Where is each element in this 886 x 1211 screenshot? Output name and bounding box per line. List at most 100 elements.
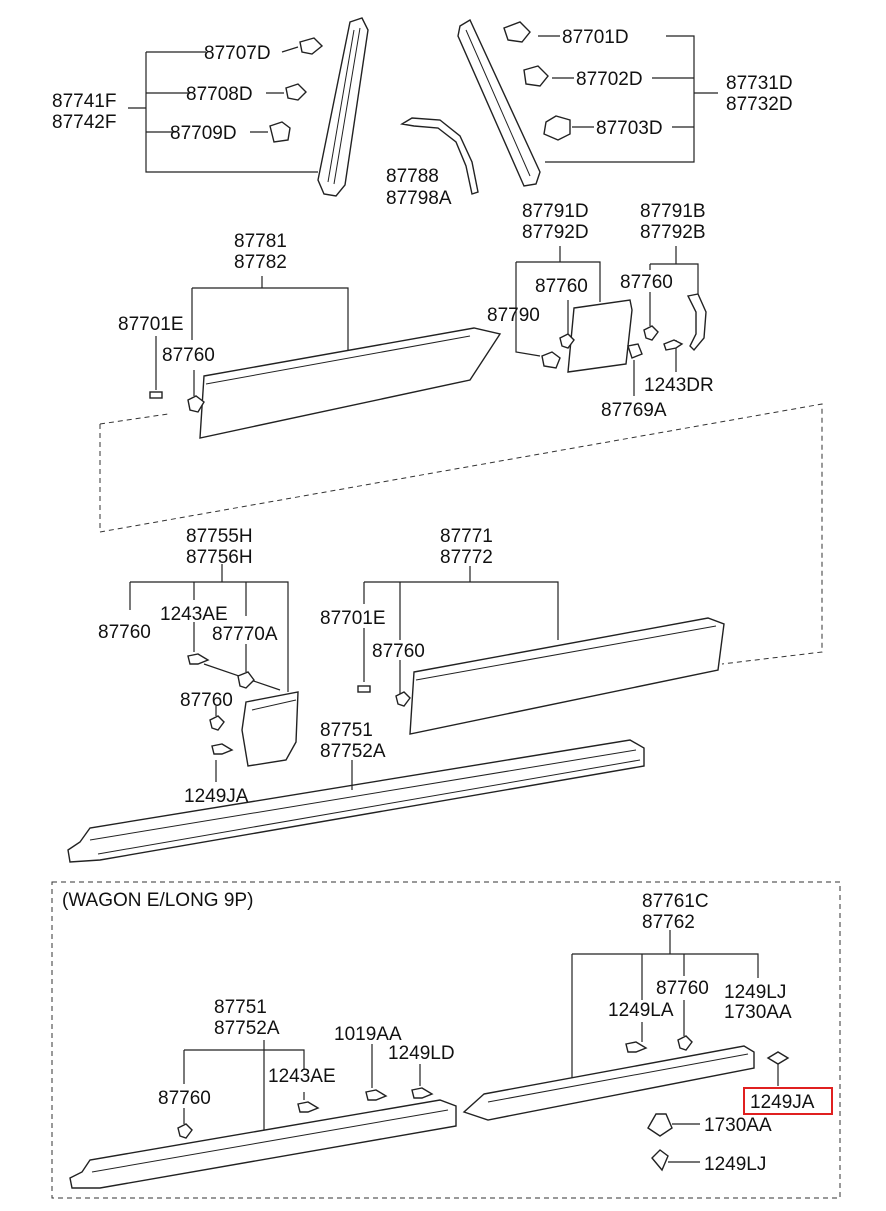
label-1243AE-b: 1243AE	[268, 1066, 336, 1087]
clip-87708D[interactable]	[285, 83, 307, 101]
label-87708D: 87708D	[186, 84, 253, 105]
screw-1249LJ-b[interactable]	[651, 1149, 669, 1172]
label-87770A: 87770A	[212, 624, 278, 645]
pillar-moulding-right-group: 87701D 87702D 87703D 87731D 87732D	[457, 18, 793, 187]
clip-87760-e[interactable]	[209, 715, 225, 731]
label-87792D: 87792D	[522, 222, 589, 243]
label-1249LJ-b: 1249LJ	[704, 1154, 766, 1175]
wagon-note: (WAGON E/LONG 9P)	[62, 890, 253, 911]
label-87751-b: 87751	[214, 997, 267, 1018]
label-87760-f: 87760	[372, 641, 425, 662]
connector-dashed-left	[99, 413, 169, 425]
label-87751-a: 87751	[320, 720, 373, 741]
label-87788: 87788	[386, 166, 439, 187]
clip-87769A[interactable]	[627, 343, 643, 359]
label-1730AA-a: 1730AA	[724, 1002, 792, 1023]
clip-87701E-b[interactable]	[357, 685, 371, 693]
label-87752A-a: 87752A	[320, 741, 386, 762]
pillar-moulding-left-group: 87707D 87708D 87709D 87741F 87742F	[52, 17, 369, 197]
screw-1249LD[interactable]	[411, 1087, 434, 1099]
label-87707D: 87707D	[204, 43, 271, 64]
label-1249LD: 1249LD	[388, 1043, 455, 1064]
arch-moulding[interactable]	[400, 117, 479, 195]
rear-door-moulding-group: 87771 87772 87701E 87760	[320, 526, 725, 735]
label-87791B: 87791B	[640, 201, 706, 222]
pillar-moulding-left[interactable]	[317, 17, 369, 197]
label-87760-b: 87760	[535, 276, 588, 297]
wagon-dashed-frame	[51, 881, 841, 1199]
front-door-moulding[interactable]	[199, 327, 502, 439]
clip-87760-b[interactable]	[559, 333, 575, 349]
fender-moulding-87755H[interactable]	[241, 691, 299, 767]
screw-1243DR[interactable]	[663, 339, 684, 351]
clip-87703D[interactable]	[543, 115, 571, 141]
quarter-moulding-87791D[interactable]	[567, 299, 633, 373]
clip-87709D[interactable]	[269, 121, 291, 143]
label-1730AA-b: 1730AA	[704, 1115, 772, 1136]
quarter-moulding-87791D-group: 87791D 87792D 87760 87790 87769A	[487, 201, 667, 421]
label-87760-h: 87760	[158, 1088, 211, 1109]
sill-moulding[interactable]	[67, 739, 645, 863]
label-87732D: 87732D	[726, 94, 793, 115]
rear-door-moulding[interactable]	[409, 617, 725, 735]
label-87791D: 87791D	[522, 201, 589, 222]
label-1243DR: 1243DR	[644, 375, 714, 396]
clip-87702D[interactable]	[523, 65, 549, 87]
label-87760-g: 87760	[656, 978, 709, 999]
label-87760-a: 87760	[162, 345, 215, 366]
label-87702D: 87702D	[576, 69, 643, 90]
screw-1249LA[interactable]	[625, 1041, 648, 1053]
label-87771: 87771	[440, 526, 493, 547]
label-87755H: 87755H	[186, 526, 253, 547]
screw-1249LJ-a[interactable]	[766, 1051, 790, 1065]
highlight-1249JA[interactable]	[743, 1087, 833, 1115]
label-87781: 87781	[234, 231, 287, 252]
label-87769A: 87769A	[601, 400, 667, 421]
clip-87707D[interactable]	[299, 37, 324, 55]
clip-87760-c[interactable]	[643, 325, 659, 341]
label-87731D: 87731D	[726, 73, 793, 94]
arch-moulding-group: 87788 87798A	[386, 117, 479, 209]
label-87760-d: 87760	[98, 622, 151, 643]
label-87709D: 87709D	[170, 123, 237, 144]
label-87701E-b: 87701E	[320, 608, 386, 629]
screw-1249JA-a[interactable]	[211, 743, 234, 755]
clip-87760-a[interactable]	[187, 395, 205, 413]
sill-moulding-87761C[interactable]	[462, 1045, 755, 1121]
label-1249LA: 1249LA	[608, 1000, 674, 1021]
label-87701E-a: 87701E	[118, 314, 184, 335]
screw-1019AA[interactable]	[365, 1089, 388, 1101]
label-87760-e: 87760	[180, 690, 233, 711]
wagon-variant-box: (WAGON E/LONG 9P) 87761C 87762 87760 124…	[51, 881, 841, 1199]
pillar-moulding-right[interactable]	[457, 18, 541, 187]
clip-87701E-a[interactable]	[149, 391, 163, 399]
quarter-moulding-87791B[interactable]	[686, 293, 707, 352]
clip-1730AA[interactable]	[647, 1113, 673, 1137]
clip-87790[interactable]	[541, 351, 561, 369]
label-87752A-b: 87752A	[214, 1018, 280, 1039]
clip-87760-f[interactable]	[395, 691, 411, 707]
sill-moulding-group: 87751 87752A	[67, 720, 645, 863]
screw-1243AE-a[interactable]	[187, 653, 210, 665]
clip-87760-g[interactable]	[677, 1035, 693, 1051]
fender-moulding-87755H-group: 87755H 87756H 87760 1243AE 87770A 87760 …	[98, 526, 299, 807]
label-87772: 87772	[440, 547, 493, 568]
sill-moulding-87751-wagon[interactable]	[69, 1099, 457, 1189]
label-87790: 87790	[487, 305, 540, 326]
clip-87770A[interactable]	[237, 671, 255, 689]
label-87761C: 87761C	[642, 891, 709, 912]
connector-dashed-upper	[99, 403, 823, 665]
label-87703D: 87703D	[596, 118, 663, 139]
screw-1243AE-b[interactable]	[297, 1101, 320, 1113]
label-1243AE-a: 1243AE	[160, 604, 228, 625]
front-door-moulding-group: 87781 87782 87701E 87760	[118, 231, 502, 439]
label-87798A: 87798A	[386, 188, 452, 209]
clip-87760-h[interactable]	[177, 1123, 193, 1139]
label-87756H: 87756H	[186, 547, 253, 568]
label-87762: 87762	[642, 912, 695, 933]
label-87792B: 87792B	[640, 222, 706, 243]
label-1249LJ-a: 1249LJ	[724, 982, 786, 1003]
clip-87701D[interactable]	[503, 21, 531, 43]
label-1019AA: 1019AA	[334, 1024, 402, 1045]
